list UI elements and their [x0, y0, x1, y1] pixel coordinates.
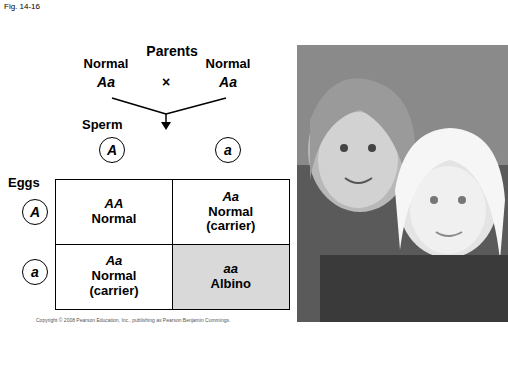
punnett-cell: aaAlbino — [172, 244, 291, 311]
punnett-cell: AANormal — [55, 179, 173, 245]
copyright-note: Copyright © 2008 Pearson Education, Inc.… — [36, 318, 230, 324]
phenotype-label: Normal — [84, 57, 129, 72]
allele-circle: A — [99, 137, 125, 163]
genotype-text: Aa — [222, 190, 239, 205]
eggs-label: Eggs — [8, 176, 40, 191]
photo — [297, 45, 508, 322]
phenotype-text: Normal — [92, 212, 137, 227]
genotype-text: a — [31, 264, 39, 280]
phenotype-text: Albino — [211, 277, 251, 292]
genotype-text: a — [224, 142, 232, 158]
punnett-cell: AaNormal (carrier) — [172, 179, 291, 245]
cross-symbol: × — [162, 74, 170, 90]
phenotype-label: Normal — [206, 57, 251, 72]
genotype-text: A — [107, 142, 117, 158]
allele-circle: a — [215, 137, 241, 163]
genotype-label: Aa — [219, 74, 237, 90]
genotype-text: AA — [105, 197, 124, 212]
title: Parents — [146, 43, 197, 59]
genotype-text: A — [30, 204, 40, 220]
phenotype-text: Normal (carrier) — [74, 269, 154, 299]
arrowhead — [161, 122, 171, 130]
sperm-label: Sperm — [82, 118, 122, 133]
figure-number: Fig. 14-16 — [4, 2, 40, 11]
genotype-label: Aa — [97, 74, 115, 90]
genotype-text: aa — [224, 262, 238, 277]
genotype-text: Aa — [106, 254, 123, 269]
punnett-cell: AaNormal (carrier) — [55, 244, 173, 311]
allele-circle: a — [22, 259, 48, 285]
cross-lines — [112, 98, 226, 124]
allele-circle: A — [22, 199, 48, 225]
phenotype-text: Normal (carrier) — [191, 205, 271, 235]
